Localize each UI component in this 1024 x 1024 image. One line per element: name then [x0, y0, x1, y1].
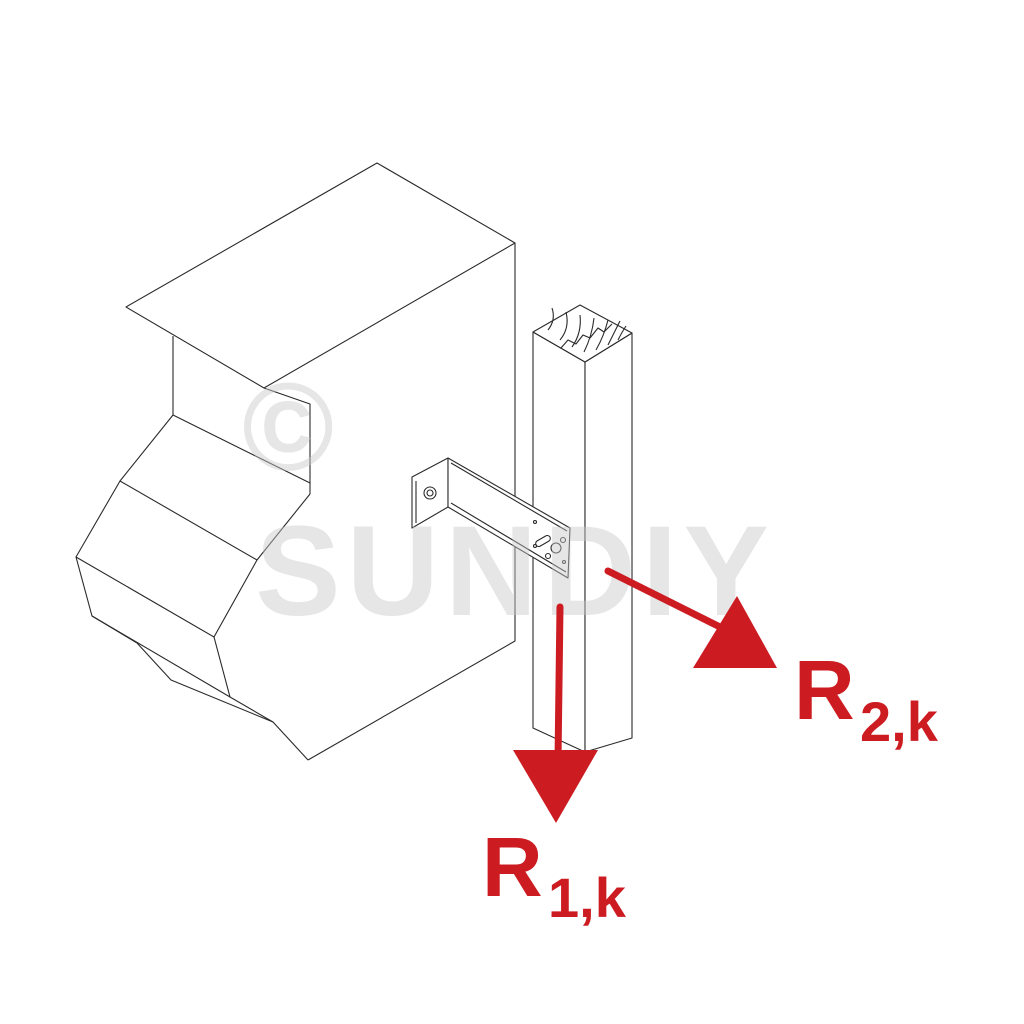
force-subscript: 1,k [548, 866, 627, 929]
block-chamfer-face [75, 556, 231, 698]
arrow-shaft [604, 567, 726, 632]
copyright-watermark: © [242, 358, 334, 497]
screw-hole [544, 552, 552, 560]
angle-bracket [411, 457, 571, 579]
nail-hole [532, 543, 538, 549]
block-step-edge [263, 387, 311, 494]
block-bottom-edge [229, 696, 274, 723]
arrow-down-icon [513, 750, 598, 823]
block-bottom-edge [136, 642, 309, 761]
brand-watermark: SUNDIY [255, 500, 775, 643]
anchor-nut-icon [423, 486, 437, 500]
block-bottom-edge [91, 615, 138, 644]
force-symbol: R [482, 820, 543, 914]
force-label-r1: R1,k [482, 820, 627, 929]
screw-hole [559, 536, 567, 544]
nail-hole [561, 559, 567, 565]
force-subscript: 2,k [860, 690, 939, 753]
post-end-grain [532, 304, 633, 363]
force-arrow-r2 [604, 567, 777, 668]
nail-hole [532, 519, 538, 525]
screw-head-icon [550, 542, 562, 554]
force-label-r2: R2,k [794, 643, 939, 753]
block-front-edges [307, 243, 516, 761]
bracket-arm [447, 457, 571, 579]
concrete-block [75, 162, 516, 761]
watermark: © SUNDIY [242, 358, 775, 643]
block-chamfer-face [119, 414, 311, 561]
force-arrow-r1 [513, 603, 598, 823]
arrow-shaft [554, 603, 564, 764]
bracket-fold [450, 462, 568, 532]
block-chamfer-face [75, 480, 258, 638]
anchor-bolt [426, 489, 434, 497]
arrow-head-icon [693, 596, 777, 668]
block-top-face [125, 162, 516, 389]
wood-grain [547, 307, 627, 353]
bracket-fold [450, 502, 567, 573]
force-symbol: R [794, 643, 855, 737]
